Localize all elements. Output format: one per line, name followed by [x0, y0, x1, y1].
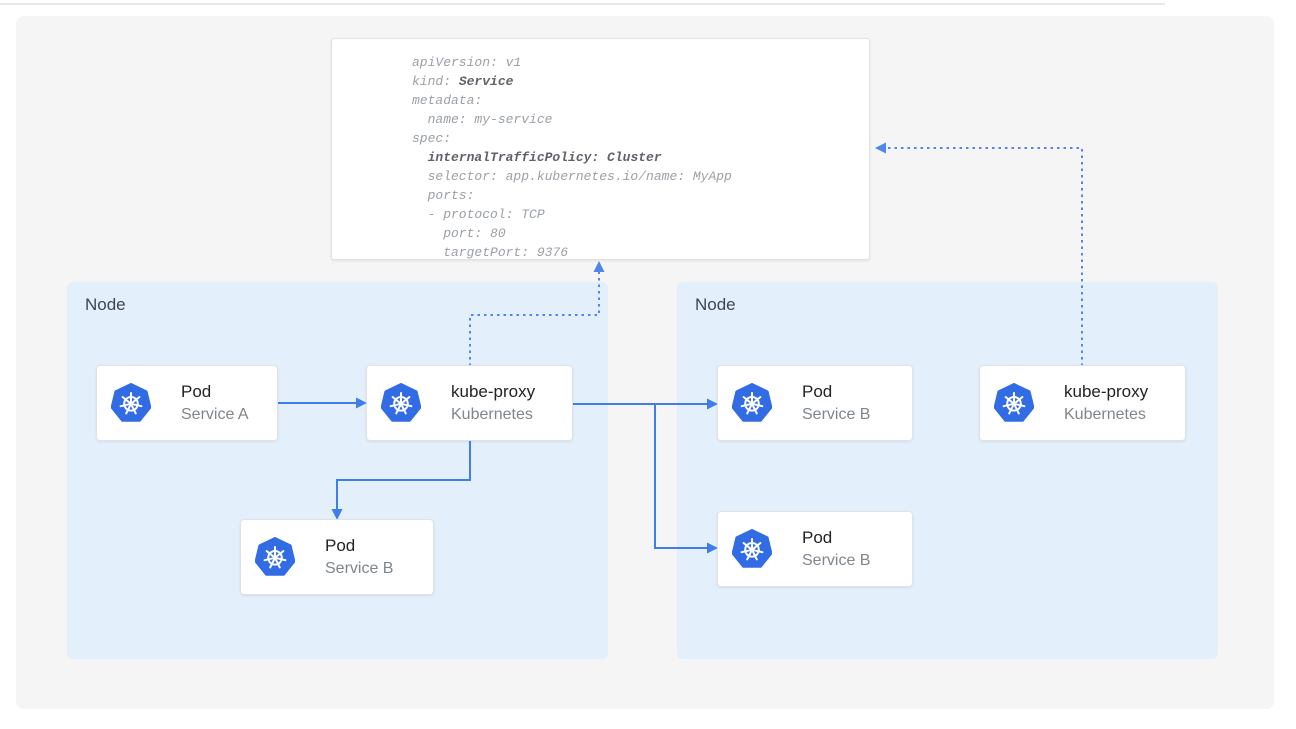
top-divider — [0, 3, 1165, 5]
card-pod-service-b-left: Pod Service B — [241, 520, 433, 594]
node-label: Node — [85, 295, 126, 314]
card-kube-proxy-right: kube-proxy Kubernetes — [980, 366, 1185, 440]
card-title: Pod — [802, 382, 833, 401]
yaml-line: targetPort: 9376 — [412, 245, 569, 260]
kubernetes-icon — [381, 383, 421, 422]
yaml-line: internalTrafficPolicy: Cluster — [427, 150, 662, 165]
node-label: Node — [695, 295, 736, 314]
card-pod-service-b-right-top: Pod Service B — [718, 366, 912, 440]
yaml-line: selector: app.kubernetes.io/name: MyApp — [412, 169, 732, 184]
yaml-line: metadata: — [412, 93, 483, 108]
yaml-line: apiVersion: v1 — [412, 55, 522, 70]
card-subtitle: Service B — [802, 406, 871, 423]
card-kube-proxy-left: kube-proxy Kubernetes — [367, 366, 572, 440]
card-text: kube-proxy Kubernetes — [451, 380, 535, 426]
card-subtitle: Service A — [181, 406, 249, 423]
card-pod-service-a: Pod Service A — [97, 366, 277, 440]
yaml-line: - protocol: TCP — [412, 207, 545, 222]
card-subtitle: Service B — [325, 560, 394, 577]
card-text: Pod Service B — [325, 534, 393, 580]
kubernetes-icon — [732, 383, 772, 422]
card-subtitle: Kubernetes — [451, 406, 533, 423]
kubernetes-icon — [732, 529, 772, 568]
kubernetes-icon — [255, 537, 295, 576]
card-title: kube-proxy — [451, 382, 536, 401]
card-text: Pod Service B — [802, 526, 870, 572]
node-box-left: Node — [67, 282, 608, 659]
yaml-code: apiVersion: v1 kind: Service metadata: nam… — [412, 53, 869, 260]
yaml-line: spec: — [412, 131, 452, 146]
yaml-manifest-panel: apiVersion: v1 kind: Service metadata: nam… — [331, 38, 870, 260]
yaml-line: ports: — [412, 188, 475, 203]
yaml-line: kind: Service — [412, 74, 514, 89]
card-text: Pod Service A — [181, 380, 249, 426]
card-title: Pod — [325, 536, 356, 555]
card-title: Pod — [802, 528, 833, 547]
yaml-line: port: 80 — [412, 226, 506, 241]
card-title: kube-proxy — [1064, 382, 1149, 401]
card-subtitle: Kubernetes — [1064, 406, 1146, 423]
kubernetes-icon — [111, 383, 151, 422]
yaml-line: name: my-service — [412, 112, 553, 127]
card-subtitle: Service B — [802, 552, 871, 569]
kubernetes-icon — [994, 383, 1034, 422]
card-text: Pod Service B — [802, 380, 870, 426]
card-text: kube-proxy Kubernetes — [1064, 380, 1148, 426]
card-pod-service-b-right-bottom: Pod Service B — [718, 512, 912, 586]
card-title: Pod — [181, 382, 212, 401]
node-box-right: Node — [677, 282, 1218, 659]
